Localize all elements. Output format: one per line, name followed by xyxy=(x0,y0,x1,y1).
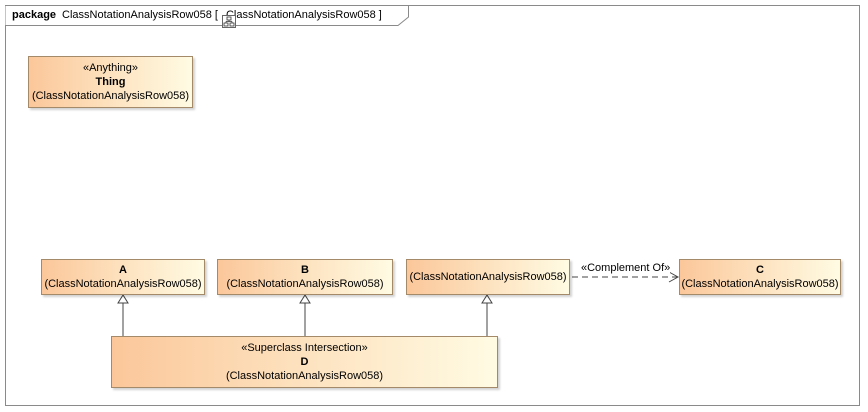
frame-header-tab: package ClassNotationAnalysisRow058 [ Cl… xyxy=(5,5,409,28)
class-a[interactable]: A (ClassNotationAnalysisRow058) xyxy=(41,259,205,295)
generalization-d-to-anonymous[interactable] xyxy=(481,294,493,336)
class-b[interactable]: B (ClassNotationAnalysisRow058) xyxy=(217,259,393,295)
frame-tab-outline xyxy=(5,5,409,26)
generalization-d-to-b[interactable] xyxy=(299,294,311,336)
generalization-d-to-a[interactable] xyxy=(117,294,129,336)
class-c-name: C xyxy=(756,264,764,276)
class-c[interactable]: C (ClassNotationAnalysisRow058) xyxy=(679,259,841,295)
class-d-stereotype: «Superclass Intersection» xyxy=(241,342,368,354)
class-a-name: A xyxy=(119,264,127,276)
class-d-namespace: (ClassNotationAnalysisRow058) xyxy=(225,370,384,382)
complement-dependency[interactable] xyxy=(572,271,680,283)
frame-keyword: package xyxy=(12,9,57,21)
class-b-name: B xyxy=(301,264,309,276)
frame-package-name: ClassNotationAnalysisRow058 xyxy=(62,9,212,21)
class-d[interactable]: «Superclass Intersection» D (ClassNotati… xyxy=(111,336,498,388)
frame-diagram-name: ClassNotationAnalysisRow058 xyxy=(225,9,376,21)
class-c-namespace: (ClassNotationAnalysisRow058) xyxy=(681,278,839,290)
class-b-namespace: (ClassNotationAnalysisRow058) xyxy=(226,278,384,290)
class-d-name: D xyxy=(300,356,309,368)
class-thing-stereotype: «Anything» xyxy=(82,62,139,74)
class-anonymous-namespace: (ClassNotationAnalysisRow058) xyxy=(409,271,567,283)
class-thing[interactable]: «Anything» Thing (ClassNotationAnalysisR… xyxy=(28,56,193,108)
package-frame xyxy=(5,5,860,406)
frame-header-text: package ClassNotationAnalysisRow058 [ Cl… xyxy=(12,9,382,28)
class-thing-namespace: (ClassNotationAnalysisRow058) xyxy=(31,90,190,102)
class-anonymous[interactable]: (ClassNotationAnalysisRow058) xyxy=(406,259,570,295)
class-thing-name: Thing xyxy=(95,76,126,88)
class-a-namespace: (ClassNotationAnalysisRow058) xyxy=(44,278,202,290)
complement-of-label: «Complement Of» xyxy=(581,262,671,274)
